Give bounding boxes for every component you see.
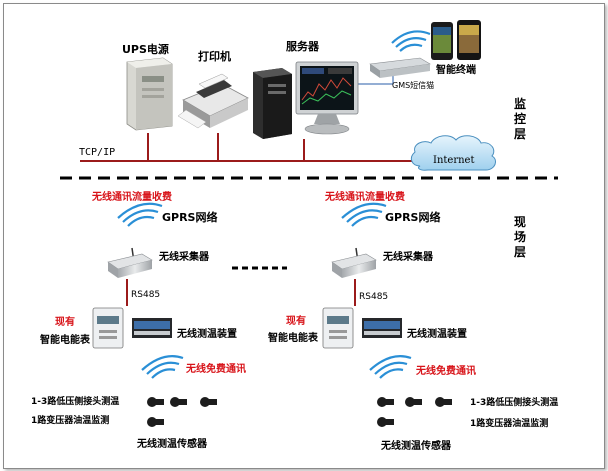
left-rs485-label: RS485 [131,290,161,300]
left-free-wireless-icon [141,355,184,379]
right-sensor-line2: 1路变压器油温监测 [470,419,549,429]
left-sensor-icons [147,397,217,427]
right-free-wireless-icon [369,355,412,379]
right-collector-label: 无线采集器 [383,252,433,263]
ups-icon [126,57,173,131]
field-layer-label: 现场层 [513,215,526,259]
right-existing-label: 现有 [286,316,306,327]
internet-cloud-icon [410,135,497,171]
right-meter-label: 智能电能表 [268,333,318,344]
internet-label: Internet [433,155,475,166]
right-sensor-icons [377,397,452,427]
left-meter-icon [92,307,124,349]
right-rs485-label: RS485 [359,292,389,302]
right-charge-label: 无线通讯流量收费 [325,192,405,203]
left-free-label: 无线免费通讯 [186,364,246,375]
right-gprs-wireless-icon [341,202,387,227]
left-temp-device-icon [132,318,172,338]
right-free-label: 无线免费通讯 [416,366,476,377]
gsm-wireless-icon [391,30,431,52]
right-collector-icon [331,247,377,278]
ups-label: UPS电源 [122,43,169,56]
right-gprs-label: GPRS网络 [385,211,441,224]
printer-icon [177,73,249,129]
right-sensor-line1: 1-3路低压侧接头测温 [470,398,559,408]
tcpip-label: TCP/IP [79,147,116,158]
right-sensor-label: 无线测温传感器 [381,441,451,452]
gsm-modem-label: GMS短信猫 [392,81,435,90]
smart-terminal-label: 智能终端 [436,65,476,76]
left-existing-label: 现有 [55,317,75,328]
right-device-label: 无线测温装置 [407,329,467,340]
right-temp-device-icon [362,318,402,338]
server-icon [253,61,359,139]
left-gprs-wireless-icon [117,202,163,227]
right-meter-icon [322,307,354,349]
left-device-label: 无线测温装置 [177,329,237,340]
smart-terminal-icon [431,20,481,60]
left-meter-label: 智能电能表 [40,335,90,346]
left-charge-label: 无线通讯流量收费 [92,192,172,203]
left-gprs-label: GPRS网络 [162,211,218,224]
left-collector-label: 无线采集器 [159,252,209,263]
printer-label: 打印机 [198,50,231,63]
monitoring-layer-label: 监控层 [513,97,526,141]
gsm-modem-icon [369,57,431,78]
left-sensor-label: 无线测温传感器 [137,439,207,450]
left-collector-icon [107,247,153,278]
left-sensor-line2: 1路变压器油温监测 [31,416,110,426]
server-label: 服务器 [286,40,319,53]
left-sensor-line1: 1-3路低压侧接头测温 [31,397,120,407]
